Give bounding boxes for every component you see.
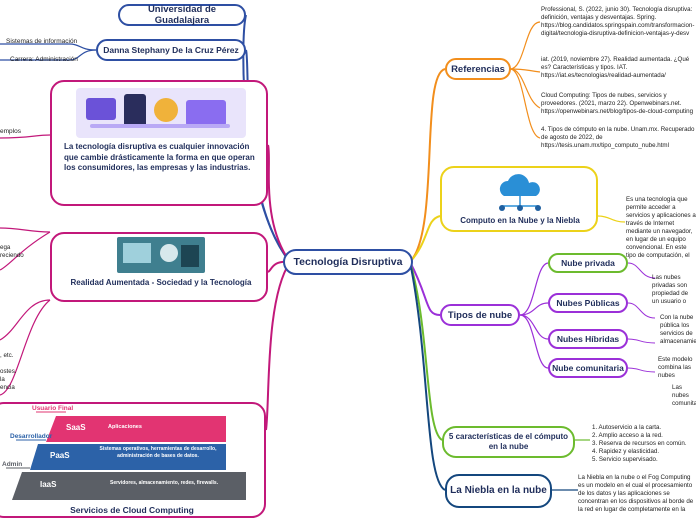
reference-2: iat. (2019, noviembre 27). Realidad aume… — [541, 56, 690, 79]
central-topic[interactable]: Tecnología Disruptiva — [283, 249, 413, 275]
augmented-reality-node[interactable]: Realidad Aumentada - Sociedad y la Tecno… — [50, 232, 268, 302]
student-detail-2: Carrera: Administración — [10, 56, 78, 63]
disruptive-definition-text: La tecnología disruptiva es cualquier in… — [64, 142, 255, 172]
nube-comunitaria-node[interactable]: Nube comunitaria — [548, 358, 628, 378]
reference-4: 4. Tipos de cómputo en la nube. Unam.mx.… — [541, 126, 695, 149]
layer-iaas-name: IaaS — [40, 480, 57, 489]
layer-saas-name: SaaS — [66, 423, 86, 432]
role-end-user: Usuario Final — [32, 405, 74, 412]
reference-3: Cloud Computing: Tipos de nubes, servici… — [541, 92, 694, 115]
niebla-description: La Niebla en la nube o el Fog Computing … — [578, 474, 694, 513]
role-admin: Admin — [2, 461, 23, 468]
layer-paas-name: PaaS — [50, 451, 70, 460]
disruptive-definition-node[interactable]: La tecnología disruptiva es cualquier in… — [50, 80, 268, 206]
caracteristica-5: 5. Servicio supervisado. — [592, 456, 658, 463]
reference-1: Professional, S. (2022, junio 30). Tecno… — [541, 6, 695, 37]
nube-privada-text: Las nubes privadas son propiedad de un u… — [652, 274, 689, 305]
referencias-node[interactable]: Referencias — [445, 58, 511, 80]
disruptive-side-label: emplos — [0, 128, 21, 135]
caracteristicas-node[interactable]: 5 características de el cómputo en la nu… — [442, 426, 575, 458]
computo-description: Es una tecnología que permite acceder a … — [626, 196, 696, 259]
cloud-services-node[interactable]: Usuario Final Desarrollador Admin SaaS A… — [0, 402, 266, 518]
ar-title: Realidad Aumentada - Sociedad y la Tecno… — [70, 278, 252, 287]
layer-saas-desc: Aplicaciones — [108, 424, 142, 430]
computo-title: Computo en la Nube y la Niebla — [460, 216, 580, 225]
nubes-hibridas-text: Este modelo combina las nubes públicas, … — [658, 356, 693, 379]
cloud-network-icon — [499, 174, 541, 211]
nubes-publicas-node[interactable]: Nubes Públicas — [548, 293, 628, 313]
university-node[interactable]: Universidad de Guadalajara — [118, 4, 246, 26]
caracteristicas-title: 5 características de el cómputo en la nu… — [448, 432, 569, 451]
layer-iaas-desc: Servidores, almacenamiento, redes, firew… — [110, 480, 219, 486]
student-detail-1: Sistemas de información — [6, 38, 78, 45]
ar-side-top: ega reciendo — [0, 244, 24, 259]
niebla-title: La Niebla en la nube — [450, 485, 547, 496]
ar-illustration — [117, 237, 205, 273]
tipos-node[interactable]: Tipos de nube — [440, 304, 520, 326]
nubes-publicas-text: Con la nube pública los servicios de alm… — [660, 314, 696, 345]
cloud-services-title: Servicios de Cloud Computing — [70, 505, 194, 515]
niebla-node[interactable]: La Niebla en la nube — [445, 474, 552, 508]
caracteristica-3: 3. Reserva de recursos en común. — [592, 440, 687, 447]
layer-paas-desc: Sistemas operativos, herramientas de des… — [99, 446, 217, 459]
caracteristica-1: 1. Autoservicio a la carta. — [592, 424, 662, 431]
nube-comunitaria-text: Las nubes comunitarias comparten infraes… — [672, 384, 696, 407]
student-node[interactable]: Danna Stephany De la Cruz Pérez — [96, 39, 246, 61]
caracteristica-2: 2. Amplio acceso a la red. — [592, 432, 663, 439]
nubes-hibridas-node[interactable]: Nubes Híbridas — [548, 329, 628, 349]
nube-privada-node[interactable]: Nube privada — [548, 253, 628, 273]
caracteristica-4: 4. Rapidez y elasticidad. — [592, 448, 660, 455]
computo-node[interactable]: Computo en la Nube y la Niebla — [440, 166, 598, 232]
role-developer: Desarrollador — [10, 433, 53, 440]
cloud-service-pyramid — [6, 411, 246, 500]
technology-illustration — [76, 88, 246, 138]
ar-side-bottom: , etc. ostes. la encia — [0, 352, 17, 391]
